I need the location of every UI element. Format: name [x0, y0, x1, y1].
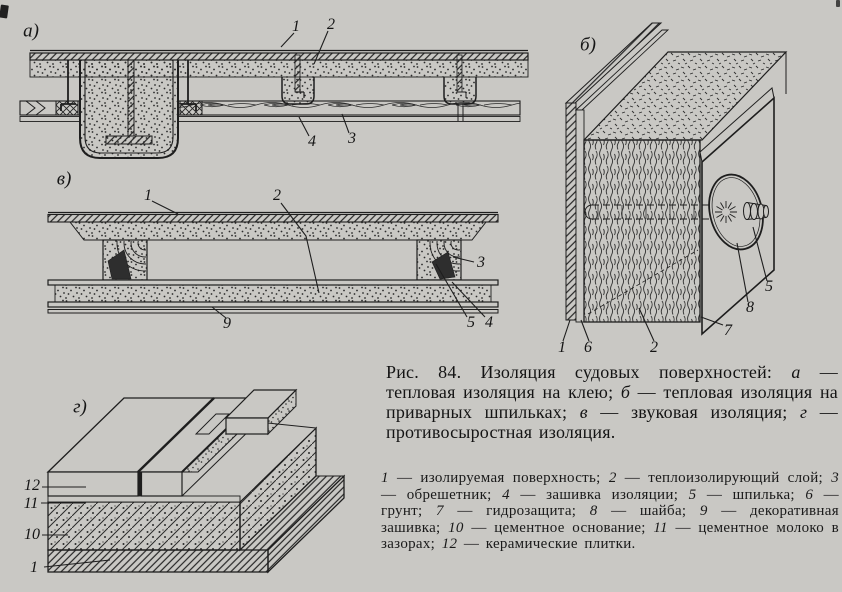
- callout-v-9: 9: [223, 315, 231, 332]
- diagram-b-stud-insulation: [562, 22, 788, 342]
- cement-milk-layer: [47, 421, 318, 503]
- insulation-front-face: [583, 139, 701, 323]
- beam-pocket: [79, 59, 179, 159]
- callout-a-2: 2: [327, 16, 335, 33]
- leader-lines: [280, 30, 350, 137]
- callout-v-1: 1: [144, 187, 152, 204]
- leader-lines: [562, 226, 768, 342]
- serration: [715, 201, 737, 223]
- panel-label-a: а): [23, 20, 39, 42]
- hidden-stud: [584, 204, 722, 220]
- panel-label-v: в): [56, 168, 72, 190]
- cement-base: [47, 426, 317, 552]
- hanger-rods: [60, 60, 197, 111]
- wood-post-right: [416, 239, 462, 281]
- lower-sandwich: [47, 279, 499, 314]
- top-plate: [47, 211, 499, 223]
- callout-v-4: 4: [485, 314, 493, 331]
- callout-v-5: 5: [467, 314, 475, 331]
- callout-a-1: 1: [292, 18, 300, 35]
- scan-artifact: [836, 0, 840, 7]
- ceramic-tiles: [46, 388, 298, 497]
- callout-g-12: 12: [24, 477, 40, 494]
- leader-lines: [41, 486, 111, 568]
- callout-v-2: 2: [273, 187, 281, 204]
- deck-plate: [29, 49, 529, 61]
- leader-lines: [151, 200, 486, 319]
- figure-number: Рис. 84.: [386, 362, 462, 382]
- base-plate: [47, 474, 346, 574]
- wood-post-left: [102, 239, 148, 281]
- diagram-v-sound-insulation: [47, 200, 499, 319]
- callout-a-4: 4: [308, 133, 316, 150]
- callout-b-5: 5: [765, 278, 773, 295]
- stud-pockets: [281, 54, 477, 121]
- callout-b-6: 6: [584, 339, 592, 356]
- diagram-g-dampproof-insulation: [41, 388, 346, 574]
- panel-label-b: б): [580, 34, 596, 56]
- callout-b-2: 2: [650, 339, 658, 356]
- figure-caption: Рис. 84. Изоляция судовых поверхностей: …: [386, 362, 839, 442]
- callout-v-3: 3: [477, 254, 485, 271]
- callout-b-8: 8: [746, 299, 754, 316]
- callout-g-10: 10: [24, 526, 40, 543]
- panel-label-g: г): [73, 396, 87, 418]
- figure-legend: 1 — изолируемая поверхность; 2 — теплоиз…: [381, 470, 839, 552]
- callout-b-7: 7: [724, 322, 732, 339]
- callout-b-1: 1: [558, 339, 566, 356]
- callout-g-11: 11: [23, 495, 39, 512]
- callout-g-1: 1: [30, 559, 38, 576]
- stud-end: [743, 202, 769, 220]
- diagram-a-glued-insulation: [19, 30, 529, 159]
- washer: [708, 173, 769, 251]
- callout-a-3: 3: [348, 130, 356, 147]
- upper-insulation: [68, 221, 488, 241]
